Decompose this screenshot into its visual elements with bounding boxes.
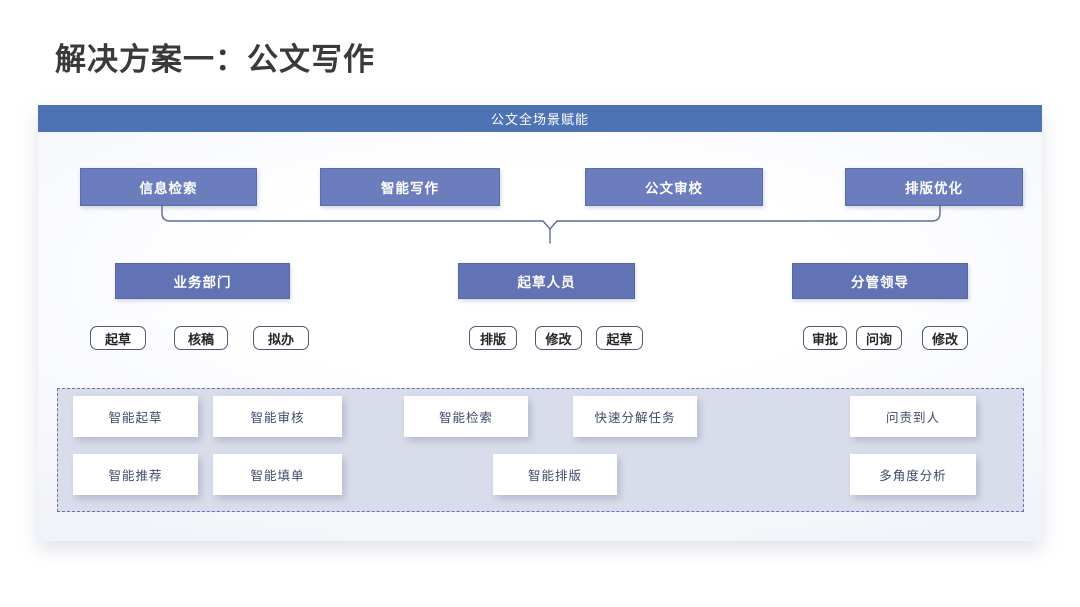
feature-multi-angle-analysis: 多角度分析 [850,454,976,495]
role-box-business-dept: 业务部门 [115,263,290,299]
capability-box-layout-optimization: 排版优化 [845,168,1023,206]
feature-accountability: 问责到人 [850,396,976,437]
role-box-drafting-staff: 起草人员 [458,263,635,299]
panel-header-banner: 公文全场景赋能 [38,105,1042,132]
feature-smart-typesetting: 智能排版 [493,454,617,495]
task-pill-revise2: 修改 [922,326,968,350]
feature-smart-drafting: 智能起草 [73,396,198,437]
diagram-panel: 公文全场景赋能 信息检索 智能写作 公文审校 排版优化 业务部门 起草人员 分管… [38,105,1042,541]
feature-smart-audit: 智能审核 [213,396,342,437]
feature-task-decomposition: 快速分解任务 [573,396,697,437]
task-pill-draft2: 起草 [596,326,643,350]
feature-smart-search: 智能检索 [404,396,528,437]
feature-smart-form-filling: 智能填单 [213,454,342,495]
capability-box-doc-review: 公文审校 [585,168,763,206]
task-pill-inquire: 问询 [856,326,902,350]
page-title: 解决方案一：公文写作 [55,42,375,77]
task-pill-propose: 拟办 [253,326,309,350]
task-pill-typeset: 排版 [469,326,517,350]
task-pill-proofread: 核稿 [174,326,228,350]
feature-smart-recommend: 智能推荐 [73,454,198,495]
capability-box-info-retrieval: 信息检索 [80,168,257,206]
task-pill-revise: 修改 [535,326,582,350]
capability-box-smart-writing: 智能写作 [320,168,500,206]
task-pill-approve: 审批 [803,326,847,350]
task-pill-draft: 起草 [90,326,146,350]
role-box-supervising-leader: 分管领导 [792,263,968,299]
